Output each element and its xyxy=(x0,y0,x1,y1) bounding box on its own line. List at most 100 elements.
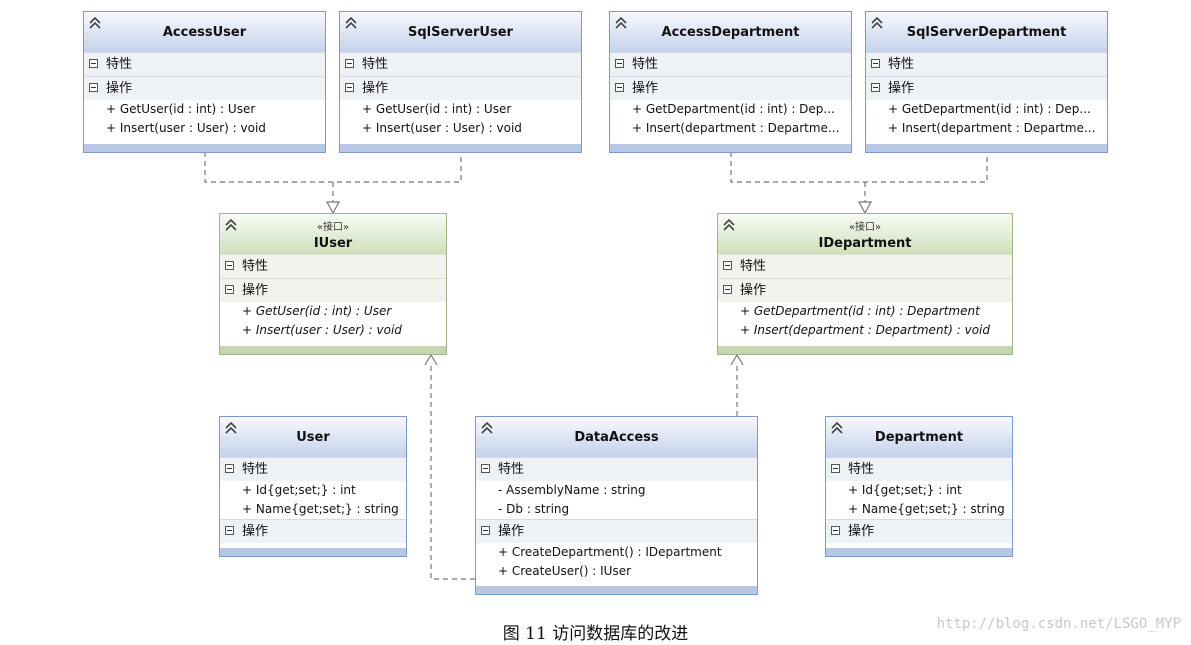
operations-section[interactable]: 操作 xyxy=(84,76,325,100)
stereotype-label: «接口» xyxy=(848,222,882,233)
collapse-minus-icon[interactable] xyxy=(871,83,880,92)
interface-header: «接口» IUser xyxy=(220,214,446,254)
collapse-minus-icon[interactable] xyxy=(89,59,98,68)
attribute-row: + Name{get;set;} : string xyxy=(848,502,1005,516)
class-name: AccessUser xyxy=(162,25,247,40)
operation-row: + GetUser(id : int) : User xyxy=(362,102,512,116)
collapse-minus-icon[interactable] xyxy=(831,464,840,473)
collapse-minus-icon[interactable] xyxy=(225,261,234,270)
operation-row: + GetDepartment(id : int) : Department xyxy=(740,304,980,318)
operation-row: + GetDepartment(id : int) : Dep... xyxy=(888,102,1091,116)
class-header: AccessUser xyxy=(84,12,325,52)
operation-row: + CreateUser() : IUser xyxy=(498,564,632,578)
interface-name: IDepartment xyxy=(818,236,912,251)
class-footer xyxy=(610,144,851,152)
operation-row: + Insert(department : Departme... xyxy=(888,121,1096,135)
class-footer xyxy=(340,144,581,152)
collapse-minus-icon[interactable] xyxy=(871,59,880,68)
class-footer xyxy=(826,548,1012,556)
collapse-chevron-icon[interactable] xyxy=(870,16,884,30)
class-data-access[interactable]: DataAccess 特性 - AssemblyName : string - … xyxy=(475,416,758,595)
attributes-section[interactable]: 特性 xyxy=(84,52,325,76)
class-department[interactable]: Department 特性 + Id{get;set;} : int + Nam… xyxy=(825,416,1013,557)
attribute-row: + Id{get;set;} : int xyxy=(848,483,962,497)
class-sqlserver-department[interactable]: SqlServerDepartment 特性 操作 + GetDepartmen… xyxy=(865,11,1108,153)
idept-realization-arrowhead xyxy=(857,201,873,215)
attributes-section[interactable]: 特性 xyxy=(476,457,757,481)
attributes-section[interactable]: 特性 xyxy=(220,457,406,481)
attributes-section[interactable]: 特性 xyxy=(718,254,1012,278)
collapse-minus-icon[interactable] xyxy=(723,285,732,294)
class-footer xyxy=(220,548,406,556)
collapse-chevron-icon[interactable] xyxy=(88,16,102,30)
attributes-section[interactable]: 特性 xyxy=(866,52,1107,76)
class-user[interactable]: User 特性 + Id{get;set;} : int + Name{get;… xyxy=(219,416,407,557)
operations-section[interactable]: 操作 xyxy=(610,76,851,100)
collapse-chevron-icon[interactable] xyxy=(722,218,736,232)
operation-row: + GetUser(id : int) : User xyxy=(242,304,392,318)
class-access-user[interactable]: AccessUser 特性 操作 + GetUser(id : int) : U… xyxy=(83,11,326,153)
attribute-row: + Id{get;set;} : int xyxy=(242,483,356,497)
interface-footer xyxy=(718,346,1012,354)
attributes-section[interactable]: 特性 xyxy=(826,457,1012,481)
idept-dependency-arrowhead xyxy=(730,353,744,366)
operations-section[interactable]: 操作 xyxy=(220,519,406,543)
collapse-chevron-icon[interactable] xyxy=(224,218,238,232)
collapse-minus-icon[interactable] xyxy=(481,526,490,535)
class-header: DataAccess xyxy=(476,417,757,457)
operations-section[interactable]: 操作 xyxy=(826,519,1012,543)
collapse-minus-icon[interactable] xyxy=(831,526,840,535)
collapse-chevron-icon[interactable] xyxy=(344,16,358,30)
attribute-row: + Name{get;set;} : string xyxy=(242,502,399,516)
collapse-minus-icon[interactable] xyxy=(345,83,354,92)
watermark: http://blog.csdn.net/LSGO_MYP xyxy=(936,616,1181,632)
class-access-department[interactable]: AccessDepartment 特性 操作 + GetDepartment(i… xyxy=(609,11,852,153)
class-footer xyxy=(476,586,757,594)
collapse-minus-icon[interactable] xyxy=(225,464,234,473)
operations-section[interactable]: 操作 xyxy=(220,278,446,302)
attribute-row: - AssemblyName : string xyxy=(498,483,646,497)
collapse-minus-icon[interactable] xyxy=(481,464,490,473)
attributes-section[interactable]: 特性 xyxy=(220,254,446,278)
collapse-minus-icon[interactable] xyxy=(723,261,732,270)
class-header: AccessDepartment xyxy=(610,12,851,52)
operation-row: + Insert(user : User) : void xyxy=(362,121,522,135)
attributes-section[interactable]: 特性 xyxy=(610,52,851,76)
operation-row: + Insert(department : Department) : void xyxy=(740,323,990,337)
collapse-minus-icon[interactable] xyxy=(225,526,234,535)
operation-row: + Insert(user : User) : void xyxy=(242,323,402,337)
collapse-minus-icon[interactable] xyxy=(89,83,98,92)
interface-iuser[interactable]: «接口» IUser 特性 操作 + GetUser(id : int) : U… xyxy=(219,213,447,355)
operations-section[interactable]: 操作 xyxy=(340,76,581,100)
collapse-minus-icon[interactable] xyxy=(615,83,624,92)
dependency-dataaccess-iuser xyxy=(430,362,475,580)
operations-section[interactable]: 操作 xyxy=(866,76,1107,100)
interface-header: «接口» IDepartment xyxy=(718,214,1012,254)
class-header: SqlServerUser xyxy=(340,12,581,52)
collapse-chevron-icon[interactable] xyxy=(480,421,494,435)
collapse-chevron-icon[interactable] xyxy=(830,421,844,435)
collapse-minus-icon[interactable] xyxy=(225,285,234,294)
realization-accessdept-idept xyxy=(730,152,988,183)
stereotype-label: «接口» xyxy=(316,222,350,233)
operation-row: + GetUser(id : int) : User xyxy=(106,102,256,116)
interface-idepartment[interactable]: «接口» IDepartment 特性 操作 + GetDepartment(i… xyxy=(717,213,1013,355)
operations-section[interactable]: 操作 xyxy=(718,278,1012,302)
collapse-minus-icon[interactable] xyxy=(345,59,354,68)
class-header: Department xyxy=(826,417,1012,457)
collapse-minus-icon[interactable] xyxy=(615,59,624,68)
operation-row: + GetDepartment(id : int) : Dep... xyxy=(632,102,835,116)
collapse-chevron-icon[interactable] xyxy=(224,421,238,435)
figure-caption: 图 11 访问数据库的改进 xyxy=(502,624,689,644)
class-sqlserver-user[interactable]: SqlServerUser 特性 操作 + GetUser(id : int) … xyxy=(339,11,582,153)
collapse-chevron-icon[interactable] xyxy=(614,16,628,30)
operation-row: + Insert(department : Departme... xyxy=(632,121,840,135)
class-name: SqlServerUser xyxy=(408,25,513,40)
attributes-section[interactable]: 特性 xyxy=(340,52,581,76)
interface-name: IUser xyxy=(313,236,353,251)
class-name: AccessDepartment xyxy=(661,25,800,40)
attribute-row: - Db : string xyxy=(498,502,570,516)
operations-section[interactable]: 操作 xyxy=(476,519,757,543)
operation-row: + CreateDepartment() : IDepartment xyxy=(498,545,722,559)
